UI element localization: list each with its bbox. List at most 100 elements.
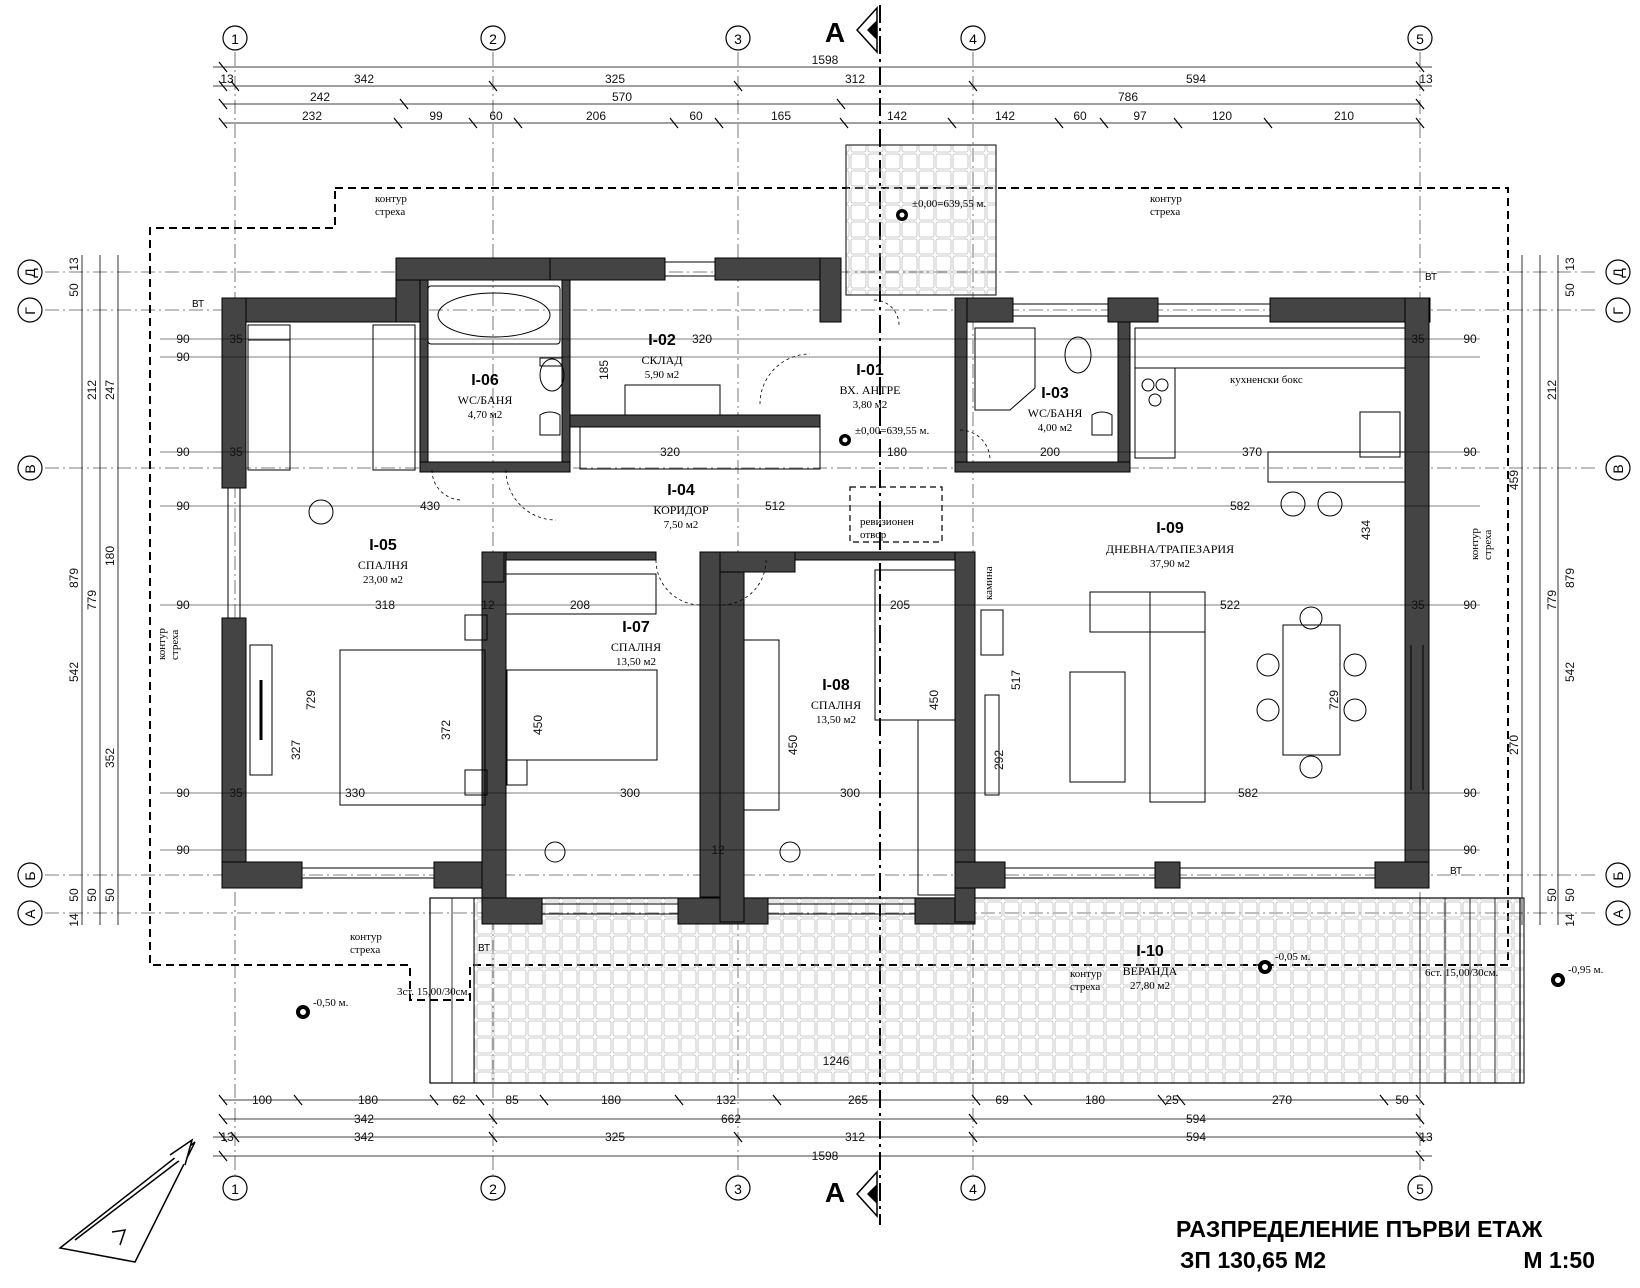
dim-bot-r1-1: 180 bbox=[358, 1093, 378, 1107]
room-area-i05: 23,00 м2 bbox=[363, 574, 403, 586]
dim-bot-r1-5: 132 bbox=[716, 1093, 736, 1107]
axis-label-2-bottom: 2 bbox=[489, 1181, 497, 1197]
dim-top-r1-0: 13 bbox=[220, 72, 234, 86]
dim-r03-w2: 370 bbox=[1242, 445, 1262, 459]
dim-left-7: 14 bbox=[67, 913, 81, 927]
dim-r09-h2: 729 bbox=[1327, 690, 1341, 710]
axis-label-d-right: Д bbox=[1610, 268, 1626, 278]
axis-label-v-right: В bbox=[1610, 464, 1626, 473]
dim-right-3: 459 bbox=[1507, 470, 1521, 490]
level-ground-left: -0,50 м. bbox=[313, 997, 349, 1009]
room-name-i09: ДНЕВНА/ТРАПЕЗАРИЯ bbox=[1106, 542, 1234, 556]
room-name-i01: ВХ. АНТРЕ bbox=[839, 383, 900, 397]
dim-bot-r1-2: 62 bbox=[452, 1093, 466, 1107]
bt-label-4: ВТ bbox=[478, 943, 490, 954]
dim-top-r3-7: 142 bbox=[995, 109, 1015, 123]
room-area-i03: 4,00 м2 bbox=[1038, 422, 1072, 434]
dim-r05-w: 430 bbox=[420, 499, 440, 513]
dim-top-r3-4: 60 bbox=[689, 109, 703, 123]
bt-label-3: ВТ bbox=[1450, 866, 1462, 877]
title-block: РАЗПРЕДЕЛЕНИЕ ПЪРВИ ЕТАЖ ЗП 130,65 М2 М … bbox=[1176, 1216, 1595, 1273]
room-area-i09: 37,90 м2 bbox=[1150, 558, 1190, 570]
roof-label-bottom-left-1: контур bbox=[350, 931, 382, 943]
room-area-i06: 4,70 м2 bbox=[468, 409, 502, 421]
title-main: РАЗПРЕДЕЛЕНИЕ ПЪРВИ ЕТАЖ bbox=[1176, 1216, 1543, 1242]
axis-label-3-bottom: 3 bbox=[734, 1181, 742, 1197]
dim-bot-r3-0: 13 bbox=[220, 1130, 234, 1144]
room-id-i02: I-02 bbox=[648, 332, 676, 349]
dim-top-r3-11: 210 bbox=[1334, 109, 1354, 123]
level-veranda: -0,05 м. bbox=[1275, 951, 1311, 963]
room-id-i08: I-08 bbox=[822, 677, 850, 694]
fireplace-label: камина bbox=[983, 566, 995, 600]
dim-top-r3-1: 99 bbox=[429, 109, 443, 123]
dim-bot-r2-1: 662 bbox=[721, 1112, 741, 1126]
dim-bot-r1-8: 180 bbox=[1085, 1093, 1105, 1107]
dim-left-4: 879 bbox=[67, 568, 81, 588]
dim-r07-w: 208 bbox=[570, 598, 590, 612]
dim-bot-r1-6: 265 bbox=[848, 1093, 868, 1107]
dim-w35-a: 35 bbox=[229, 332, 243, 346]
dim-r02-w: 320 bbox=[692, 332, 712, 346]
axis-label-1: 1 bbox=[231, 31, 239, 47]
dim-bot-r2-2: 594 bbox=[1186, 1112, 1206, 1126]
room-name-i02: СКЛАД bbox=[642, 353, 683, 367]
dim-r02-h: 185 bbox=[597, 360, 611, 380]
dim-r05-h3: 327 bbox=[289, 740, 303, 760]
veranda-paving bbox=[473, 897, 1525, 1084]
dim-top-r1-5: 13 bbox=[1419, 72, 1433, 86]
roof-label-top-right-1: контур bbox=[1150, 193, 1182, 205]
axis-bubbles-bottom bbox=[222, 1175, 1433, 1201]
room-name-i10: ВЕРАНДА bbox=[1123, 964, 1178, 978]
dim-right-2: 212 bbox=[1545, 380, 1559, 400]
room-name-i08: СПАЛНЯ bbox=[811, 698, 861, 712]
room-name-i05: СПАЛНЯ bbox=[358, 558, 408, 572]
axis-label-a-right: А bbox=[1610, 909, 1626, 919]
dim-top-r3-3: 206 bbox=[586, 109, 606, 123]
dim-bot-r1-9: 25 bbox=[1165, 1093, 1179, 1107]
dim-row-90-h: 90 bbox=[1463, 332, 1477, 346]
axis-label-b-left: Б bbox=[22, 871, 38, 880]
dim-right-9: 50 bbox=[1563, 888, 1577, 902]
dim-r07-h: 450 bbox=[531, 715, 545, 735]
dim-left-5: 542 bbox=[67, 662, 81, 682]
dim-r09-h3: 292 bbox=[992, 750, 1006, 770]
dim-top-r2-0: 242 bbox=[310, 90, 330, 104]
steps-left-label: 3ст. 15,00/30см. bbox=[397, 986, 471, 998]
dim-bot-r3-4: 594 bbox=[1186, 1130, 1206, 1144]
roof-labels: контур стреха контур стреха контур стрех… bbox=[156, 193, 1494, 993]
dim-top-r3-2: 60 bbox=[489, 109, 503, 123]
dim-r05-h2: 372 bbox=[439, 720, 453, 740]
dim-w35-e: 35 bbox=[1411, 598, 1425, 612]
dim-r05-h: 729 bbox=[304, 690, 318, 710]
dim-r04-w2: 320 bbox=[660, 445, 680, 459]
windows bbox=[227, 261, 1424, 915]
bt-label-2: ВТ bbox=[1425, 272, 1437, 283]
room-id-i07: I-07 bbox=[622, 619, 650, 636]
dim-left-9: 180 bbox=[103, 546, 117, 566]
dim-w12-a: 12 bbox=[481, 598, 495, 612]
dim-bot-r3-3: 312 bbox=[845, 1130, 865, 1144]
dim-top-r3-10: 120 bbox=[1212, 109, 1232, 123]
axis-label-g-right: Г bbox=[1610, 307, 1626, 315]
dim-left-0: 13 bbox=[67, 257, 81, 271]
room-id-i06: I-06 bbox=[471, 372, 499, 389]
door-swings bbox=[431, 299, 991, 606]
dim-right-5: 879 bbox=[1563, 568, 1577, 588]
dim-r05-w2: 318 bbox=[375, 598, 395, 612]
dim-bot-r3-5: 13 bbox=[1419, 1130, 1433, 1144]
dim-r05-w3: 330 bbox=[345, 786, 365, 800]
dim-w35-c: 35 bbox=[229, 786, 243, 800]
dim-right-1: 50 bbox=[1563, 283, 1577, 297]
dim-row-90-i: 90 bbox=[1463, 445, 1477, 459]
roof-label-veranda-1: контур bbox=[1070, 968, 1102, 980]
dim-top-r2-2: 786 bbox=[1118, 90, 1138, 104]
axis-label-d-left: Д bbox=[22, 268, 38, 278]
dim-r07-w2: 300 bbox=[620, 786, 640, 800]
room-area-i02: 5,90 м2 bbox=[645, 369, 679, 381]
dim-bot-total: 1598 bbox=[812, 1149, 839, 1163]
svg-text:А: А bbox=[825, 17, 845, 48]
dim-r03-w: 200 bbox=[1040, 445, 1060, 459]
level-entrance-top: ±0,00=639,55 м. bbox=[912, 198, 986, 210]
roof-label-top-left-2: стреха bbox=[375, 206, 405, 218]
